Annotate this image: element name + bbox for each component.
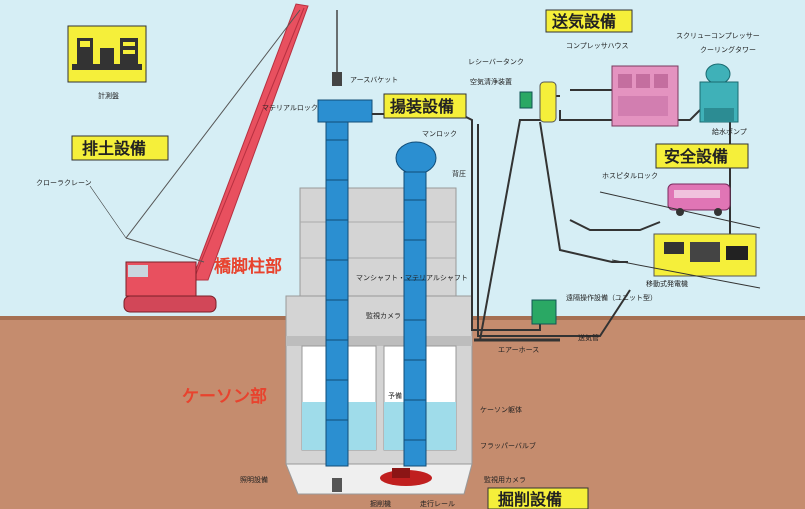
back-pressure-label: 背圧 [452, 169, 466, 178]
material-shaft-left [317, 10, 373, 467]
hospital-lock-label: ホスピタルロック [602, 171, 658, 180]
cooling-tower-label: クーリングタワー [700, 45, 756, 54]
tag-lifting-text: 揚装設備 [390, 97, 454, 116]
tag-safety: 安全設備 [655, 143, 749, 169]
tag-safety-text: 安全設備 [664, 147, 728, 166]
lighting-label: 照明設備 [240, 475, 268, 484]
measurement-label: 計測盤 [98, 91, 119, 100]
excavator-machine [332, 468, 432, 492]
caisson-upper-floor [286, 336, 472, 346]
control-panel [531, 299, 557, 325]
tag-air-supply: 送気設備 [545, 9, 633, 33]
man-shaft-right [395, 141, 437, 467]
air-hose-label: エアーホース [498, 346, 539, 354]
man-lock-label: マンロック [422, 130, 457, 138]
cooling-tower [699, 63, 739, 123]
hospital-lock-vehicle [667, 183, 731, 216]
measurement-equipment-icon [67, 25, 147, 83]
shaft-label: マンシャフト・マテリアルシャフト [356, 274, 468, 282]
mobile-power-label: 移動式発電機 [646, 279, 688, 288]
air-pipe-label: 送気管 [578, 333, 599, 342]
compressor-house [611, 65, 679, 127]
excavator-label: 掘削機 [370, 499, 391, 508]
tag-soil-discharge: 排土設備 [71, 135, 169, 161]
screw-compressor-label: スクリューコンプレッサー [676, 32, 760, 40]
flapper-valve-label: フラッパーバルブ [480, 441, 536, 450]
silencer-tank-label: レシーバータンク [468, 57, 524, 66]
monitor-camera-label: 監視用カメラ [484, 475, 526, 484]
crawler-crane-label: クローラクレーン [36, 179, 92, 187]
tag-excavation-text: 掘削設備 [498, 490, 562, 509]
sub-lamp-label: 予備 [388, 391, 402, 400]
cutting-edge-chamber [285, 463, 473, 495]
crawler-crane [123, 3, 309, 313]
tag-excavation: 掘削設備 [487, 487, 589, 509]
caisson-shaft-label: ケーソン躯体 [480, 405, 522, 414]
material-lock-label: マテリアルロック [262, 104, 318, 112]
caisson-section-label: ケーソン部 [182, 386, 267, 407]
compressor-group-label: コンプレッサハウス [566, 42, 629, 50]
tag-soil-discharge-text: 排土設備 [82, 139, 146, 158]
feed-pump-label: 給水ポンプ [712, 127, 747, 136]
tag-lifting: 揚装設備 [383, 93, 467, 119]
generator [653, 233, 757, 277]
tag-air-supply-text: 送気設備 [551, 12, 616, 31]
pier-body [299, 187, 457, 301]
remote-control-label: 遠隔操作設備（ユニット型） [566, 293, 657, 302]
air-cooler-label: 空気清浄装置 [470, 77, 512, 86]
rail-label: 走行レール [420, 499, 455, 508]
pier-section-label: 橋脚柱部 [214, 256, 282, 277]
earth-bucket-label: アースバケット [350, 76, 398, 84]
monitor-camera-top-label: 監視カメラ [366, 311, 401, 320]
receiver-tank [519, 81, 557, 123]
